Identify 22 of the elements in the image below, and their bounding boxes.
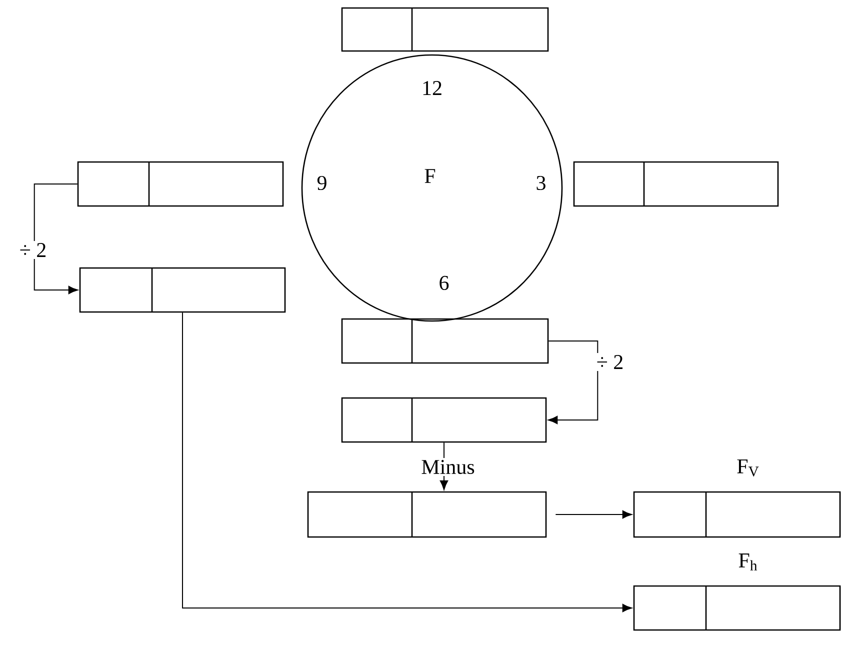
clock-face [301,54,563,322]
split-box [341,318,549,364]
arrow [182,312,632,612]
edge-label: ÷ 2 [594,353,626,371]
edge-label: Minus [419,458,477,476]
clock-number: 3 [536,176,546,190]
split-box [307,491,547,538]
split-box [341,7,549,52]
clock-number: 9 [317,176,326,190]
arrow [555,510,632,519]
split-box [77,161,284,207]
split-box [573,161,779,207]
split-box [341,397,547,443]
arrow [548,340,598,424]
edge-label: ÷ 2 [17,241,49,259]
clock-number: 12 [423,81,442,95]
arrow [34,184,78,294]
clock-number: 6 [440,276,449,290]
box-title: F$_{h}$ [738,554,758,570]
clock-number: F [424,169,436,183]
split-box [79,267,286,313]
box-title: F$_{V}$ [737,459,759,477]
